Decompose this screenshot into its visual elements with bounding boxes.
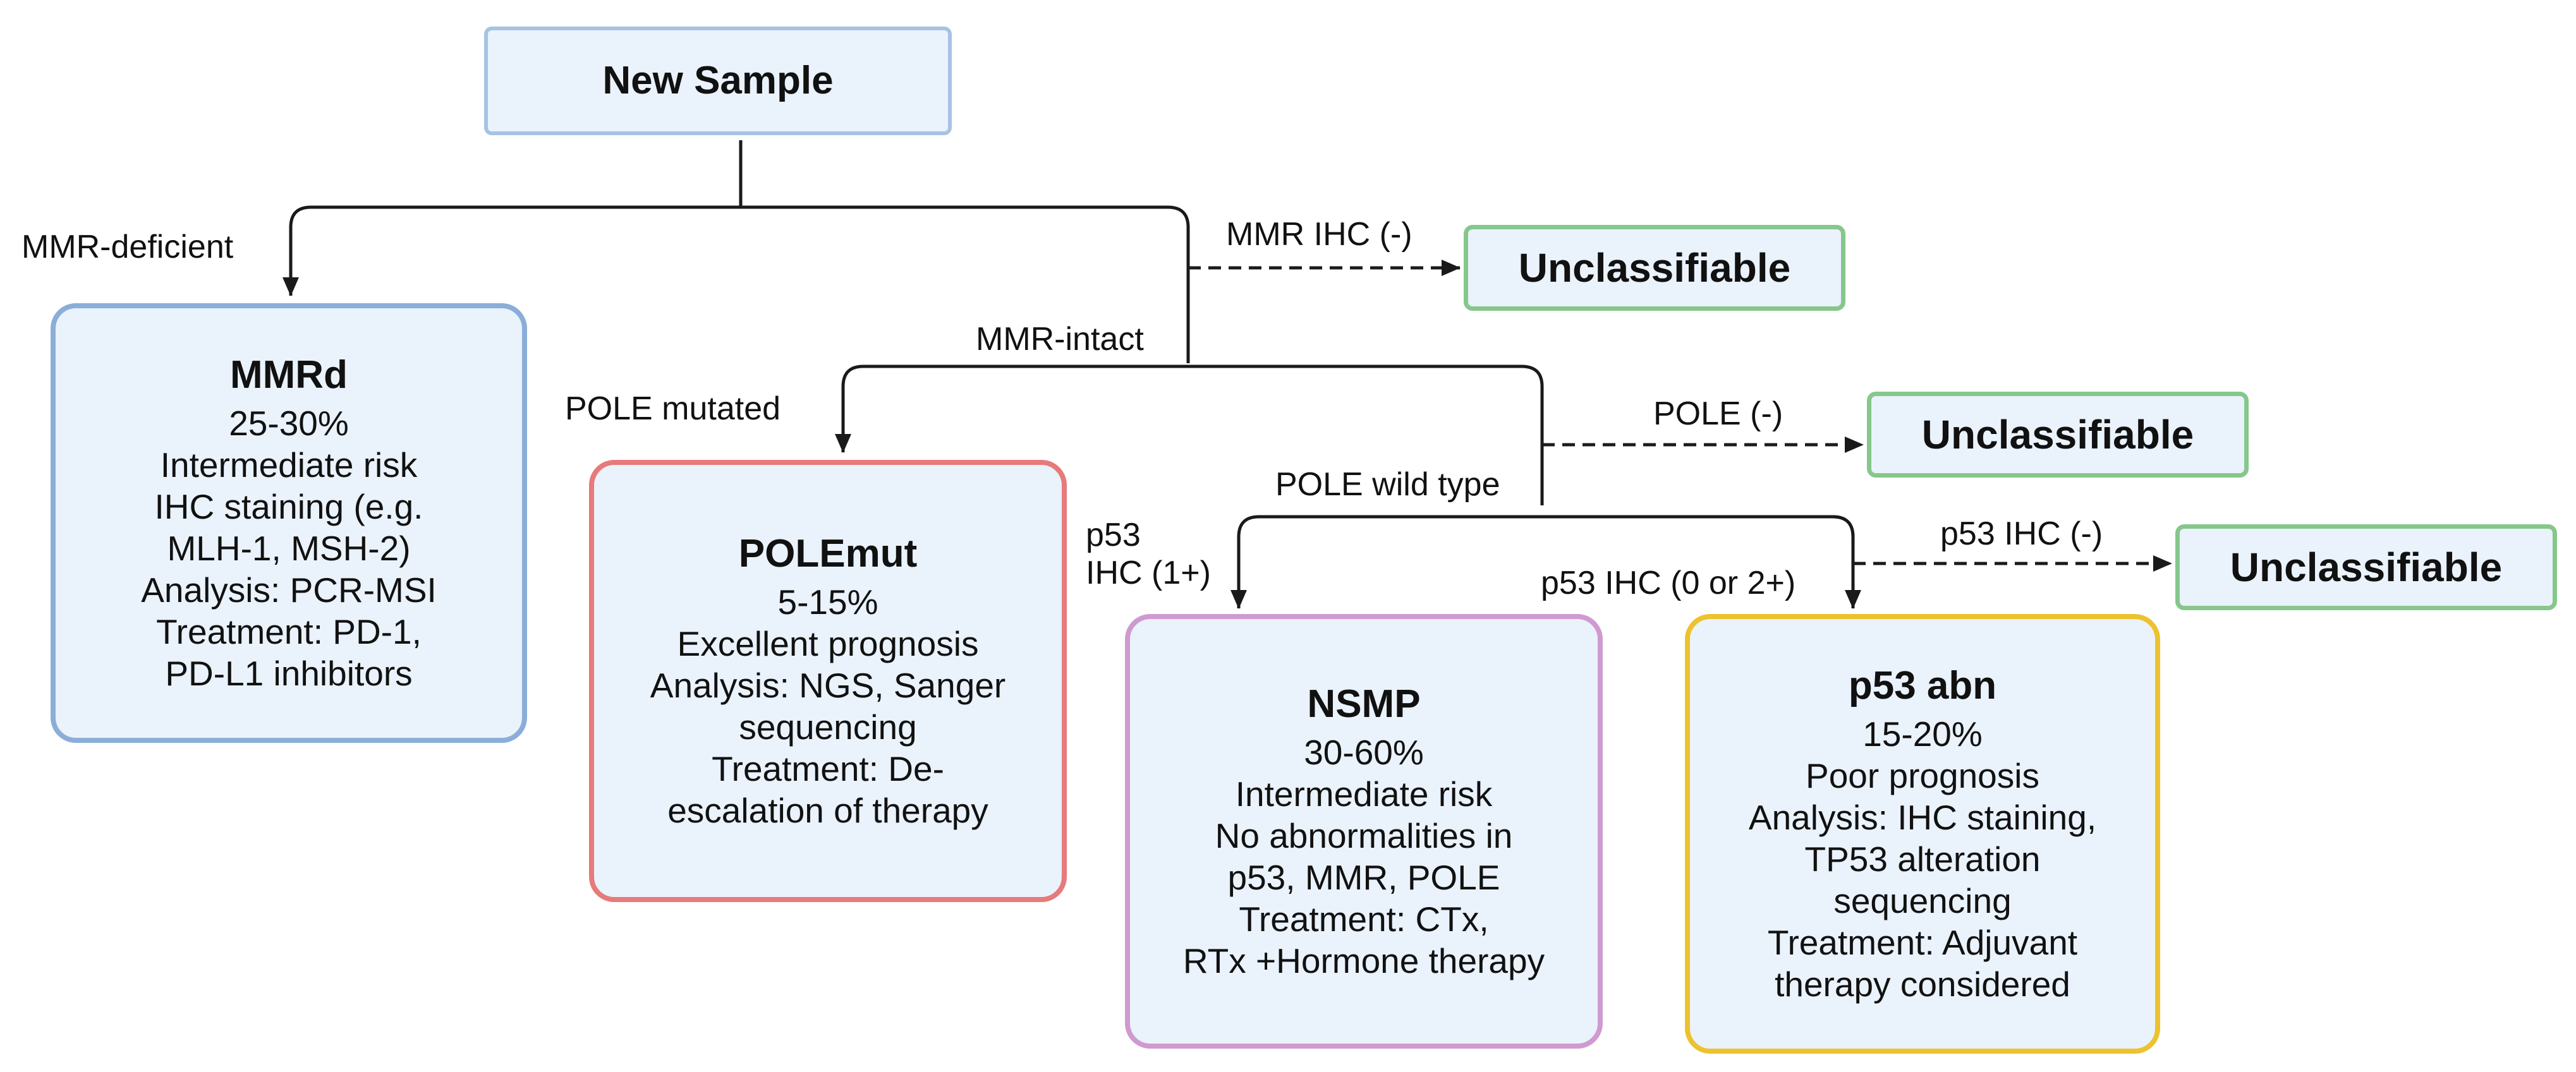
mmrd-line: Treatment: PD-1, bbox=[156, 612, 422, 652]
edge-label-pole-wild-type: POLE wild type bbox=[1275, 466, 1500, 503]
nsmp-box: NSMP 30-60% Intermediate risk No abnorma… bbox=[1125, 614, 1603, 1049]
nsmp-line: RTx +Hormone therapy bbox=[1182, 941, 1545, 981]
edge-label-p53-ihc-1plus-line1: p53 bbox=[1086, 517, 1141, 553]
p53abn-title: p53 abn bbox=[1848, 663, 1997, 708]
edge-label-p53-ihc-1plus: p53 IHC (1+) bbox=[1086, 517, 1211, 593]
mmrd-title: MMRd bbox=[230, 352, 348, 397]
p53abn-line: Treatment: Adjuvant bbox=[1767, 923, 2078, 963]
unclassifiable-box-pole: Unclassifiable bbox=[1867, 392, 2249, 478]
mmrd-line: PD-L1 inhibitors bbox=[165, 654, 413, 694]
edge-label-mmr-deficient: MMR-deficient bbox=[21, 229, 234, 265]
edge-label-pole-mutated: POLE mutated bbox=[565, 390, 781, 427]
nsmp-title: NSMP bbox=[1307, 682, 1421, 726]
polemut-title: POLEmut bbox=[738, 531, 918, 575]
mmrd-line: IHC staining (e.g. bbox=[154, 487, 423, 527]
unclassifiable-box-p53: Unclassifiable bbox=[2175, 524, 2557, 610]
nsmp-line: Treatment: CTx, bbox=[1239, 900, 1489, 939]
nsmp-line: No abnormalities in bbox=[1215, 816, 1513, 856]
edge-label-pole-neg: POLE (-) bbox=[1653, 395, 1783, 432]
edge-label-p53-ihc-0-or-2plus: p53 IHC (0 or 2+) bbox=[1541, 565, 1796, 601]
new-sample-title: New Sample bbox=[602, 58, 834, 102]
edge-label-p53-ihc-1plus-line2: IHC (1+) bbox=[1086, 554, 1211, 591]
p53abn-line: sequencing bbox=[1833, 881, 2012, 921]
connector-to-p53abn bbox=[1832, 515, 1861, 609]
polemut-line: Analysis: NGS, Sanger bbox=[650, 666, 1006, 706]
p53abn-line: 15-20% bbox=[1862, 714, 1983, 754]
p53abn-line: Poor prognosis bbox=[1806, 756, 2039, 796]
edge-label-mmr-intact: MMR-intact bbox=[976, 321, 1144, 358]
nsmp-line: p53, MMR, POLE bbox=[1227, 858, 1500, 898]
mmrd-box: MMRd 25-30% Intermediate risk IHC staini… bbox=[51, 303, 527, 743]
p53abn-box: p53 abn 15-20% Poor prognosis Analysis: … bbox=[1685, 614, 2160, 1054]
nsmp-line: 30-60% bbox=[1304, 733, 1424, 773]
edge-label-p53-ihc-neg: p53 IHC (-) bbox=[1940, 515, 2103, 552]
new-sample-box: New Sample bbox=[484, 27, 952, 135]
p53abn-line: therapy considered bbox=[1775, 965, 2070, 1004]
polemut-line: Treatment: De- bbox=[712, 749, 944, 789]
mmrd-line: MLH-1, MSH-2) bbox=[167, 529, 411, 569]
nsmp-line: Intermediate risk bbox=[1235, 774, 1493, 814]
polemut-line: 5-15% bbox=[777, 582, 878, 622]
p53abn-line: TP53 alteration bbox=[1804, 840, 2041, 879]
mmrd-line: Analysis: PCR-MSI bbox=[141, 570, 437, 610]
polemut-box: POLEmut 5-15% Excellent prognosis Analys… bbox=[589, 460, 1067, 902]
polemut-line: sequencing bbox=[739, 708, 917, 747]
polemut-line: escalation of therapy bbox=[667, 791, 988, 831]
unclassifiable-box-mmr: Unclassifiable bbox=[1464, 225, 1845, 311]
mmrd-line: Intermediate risk bbox=[160, 445, 418, 485]
edge-label-mmr-ihc-neg: MMR IHC (-) bbox=[1226, 216, 1413, 253]
connector-mmr-intact-to-pole bbox=[835, 364, 1544, 453]
mmrd-line: 25-30% bbox=[229, 404, 349, 443]
connector-to-mmrd bbox=[283, 205, 1190, 363]
polemut-line: Excellent prognosis bbox=[677, 624, 979, 664]
p53abn-line: Analysis: IHC staining, bbox=[1748, 798, 2097, 838]
